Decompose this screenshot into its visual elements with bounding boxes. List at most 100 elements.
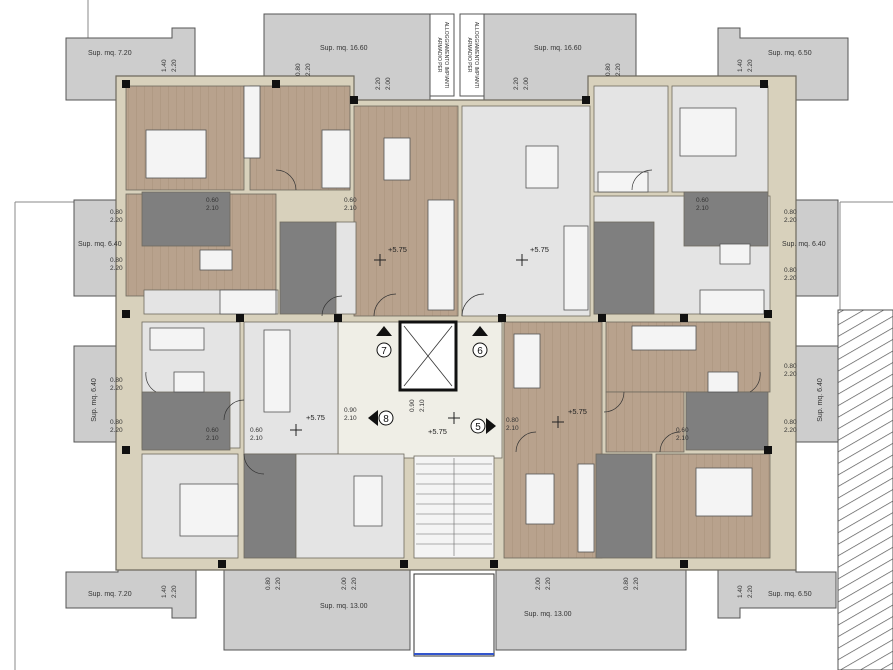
dim-label: 1.40 — [737, 59, 744, 72]
desk-5 — [707, 371, 739, 393]
kitchen-7 — [335, 221, 357, 315]
sofa-8 — [263, 329, 291, 413]
bed-8 — [179, 483, 239, 537]
label-b-top-right: Sup. mq. 6.50 — [768, 50, 812, 57]
entry-arrow-8 — [368, 410, 378, 426]
unit-7-marker — [376, 342, 392, 358]
dim-label: 0.80 — [784, 209, 797, 216]
dim-label: 2.20 — [351, 577, 358, 590]
plant-shaft-left-line2: ALLOGGIAMENTO IMPIANTI — [443, 22, 449, 88]
unit-markers: 7 6 8 5 — [368, 326, 496, 434]
balcony-bottom-center-right — [495, 563, 687, 651]
bath-8a — [141, 391, 231, 451]
bed-6 — [679, 107, 737, 157]
dim-label: 0.80 — [605, 63, 612, 76]
dim-label: 2.20 — [747, 59, 754, 72]
unit-7-number: 7 — [381, 346, 387, 357]
label-b-bottom-left: Sup. mq. 7.20 — [88, 591, 132, 598]
kitchen-counter-5 — [577, 463, 595, 553]
bath-6a — [593, 221, 655, 315]
dim-label: 2.10 — [506, 425, 519, 432]
bed-1 — [145, 129, 207, 179]
entry-arrow-6 — [472, 326, 488, 336]
plant-shaft-left — [429, 13, 455, 97]
elevation-label: +5.75 — [306, 413, 325, 422]
elevation-marks: +5.75 +5.75 +5.75 +5.75 +5.75 — [306, 245, 587, 436]
entry-arrow-7 — [376, 326, 392, 336]
bath-5a — [685, 391, 769, 451]
stair-landing-exit — [413, 573, 495, 657]
dim-label: 2.00 — [523, 77, 530, 90]
dim-label: 0.80 — [110, 257, 123, 264]
dim-label: 0.80 — [110, 419, 123, 426]
dim-label: 2.20 — [110, 265, 123, 272]
bed-2 — [321, 129, 351, 189]
dim-label: 0.60 — [676, 427, 689, 434]
dim-label: 2.00 — [535, 577, 542, 590]
dim-label: 2.20 — [171, 59, 178, 72]
elevation-label: +5.75 — [428, 427, 447, 436]
bath-7a — [141, 191, 231, 247]
desk-8 — [173, 371, 205, 393]
dim-label: 2.20 — [784, 275, 797, 282]
label-b-bottom-right: Sup. mq. 6.50 — [768, 591, 812, 598]
dim-label: 2.20 — [747, 585, 754, 598]
dining-table-7 — [383, 137, 411, 181]
plant-shaft-left-line1: ARMADIO PER — [436, 37, 442, 72]
dim-label: 0.60 — [696, 197, 709, 204]
dim-label: 2.20 — [110, 427, 123, 434]
label-b-bottom-center-left: Sup. mq. 13.00 — [320, 603, 368, 610]
dim-label: 0.80 — [784, 419, 797, 426]
dim-label: 0.80 — [265, 577, 272, 590]
dim-label: 1.40 — [161, 585, 168, 598]
unit-6-number: 6 — [477, 346, 483, 357]
dim-label: 2.20 — [305, 63, 312, 76]
dim-label: 0.80 — [110, 377, 123, 384]
bath-8b — [243, 453, 297, 559]
sofa-5b — [631, 325, 697, 351]
desk-6 — [719, 243, 751, 265]
door-swings — [145, 169, 761, 475]
dining-table-5 — [525, 473, 555, 525]
label-b-top-left: Sup. mq. 7.20 — [88, 50, 132, 57]
dim-label: 2.00 — [341, 577, 348, 590]
dim-label: 2.10 — [206, 435, 219, 442]
sofa-7 — [427, 199, 455, 311]
dim-label: 2.00 — [385, 77, 392, 90]
label-b-left-upper: Sup. mq. 6.40 — [78, 241, 122, 248]
bed-5 — [695, 467, 753, 517]
sofa-6b — [597, 171, 649, 193]
elevator-cross — [403, 325, 453, 387]
dim-label: 2.10 — [344, 205, 357, 212]
dim-label: 2.20 — [375, 77, 382, 90]
label-b-top-center-right: Sup. mq. 16.60 — [534, 45, 582, 52]
sofa-7b — [219, 289, 277, 315]
label-b-bottom-center-right: Sup. mq. 13.00 — [524, 611, 572, 618]
dim-label: 2.20 — [513, 77, 520, 90]
dim-label: 0.60 — [206, 427, 219, 434]
sofa-5 — [513, 333, 541, 389]
dim-label: 2.20 — [784, 427, 797, 434]
label-b-right-lower: Sup. mq. 6.40 — [817, 378, 824, 422]
dim-label: 0.80 — [784, 363, 797, 370]
dim-label: 1.40 — [161, 59, 168, 72]
dim-label: 2.10 — [206, 205, 219, 212]
dim-label: 2.20 — [171, 585, 178, 598]
sofa-6 — [563, 225, 589, 311]
dim-label: 2.10 — [250, 435, 263, 442]
dim-label: 2.20 — [275, 577, 282, 590]
plant-shaft-right-line1: ARMADIO PER — [466, 37, 472, 72]
furniture — [145, 85, 765, 553]
label-b-right-upper: Sup. mq. 6.40 — [782, 241, 826, 248]
dim-label: 2.20 — [784, 371, 797, 378]
dim-label: 2.10 — [696, 205, 709, 212]
dim-label: 0.80 — [110, 209, 123, 216]
dining-table-6 — [525, 145, 559, 189]
plant-shaft-right — [459, 13, 485, 97]
hatched-area — [837, 309, 893, 670]
wardrobe-1 — [243, 85, 261, 159]
sofa-6c — [699, 289, 765, 315]
elevation-label: +5.75 — [530, 245, 549, 254]
unit-5-number: 5 — [475, 422, 481, 433]
